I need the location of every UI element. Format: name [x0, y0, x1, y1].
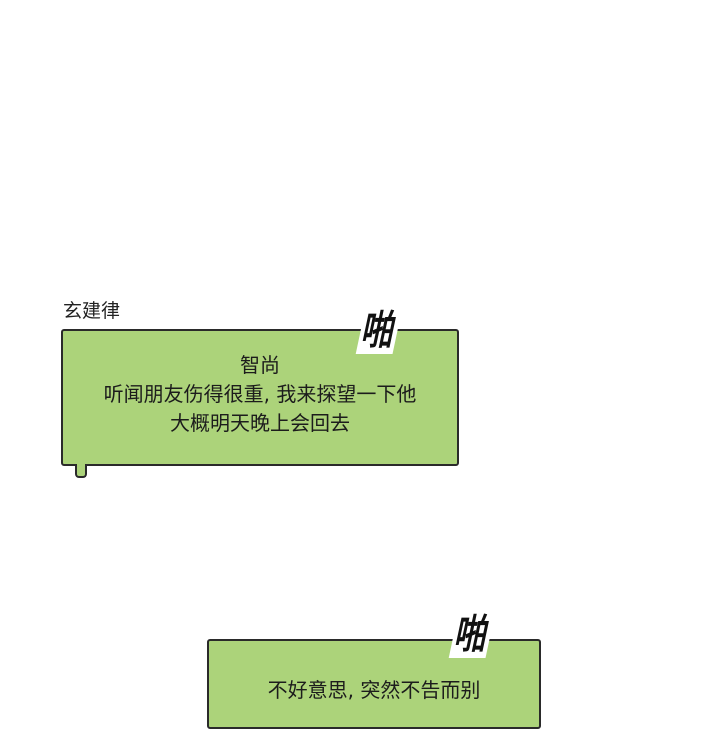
message-line: 智尚	[240, 353, 280, 377]
message-bubble-1: 智尚 听闻朋友伤得很重, 我来探望一下他 大概明天晚上会回去	[61, 329, 459, 478]
message-line: 不好意思, 突然不告而别	[267, 678, 481, 702]
message-bubble-2: 不好意思, 突然不告而别	[207, 639, 541, 729]
message-line: 听闻朋友伤得很重, 我来探望一下他	[103, 382, 417, 406]
speaker-name: 玄建律	[63, 300, 121, 322]
message-line: 大概明天晚上会回去	[170, 411, 350, 435]
bubble-tail	[75, 460, 87, 478]
